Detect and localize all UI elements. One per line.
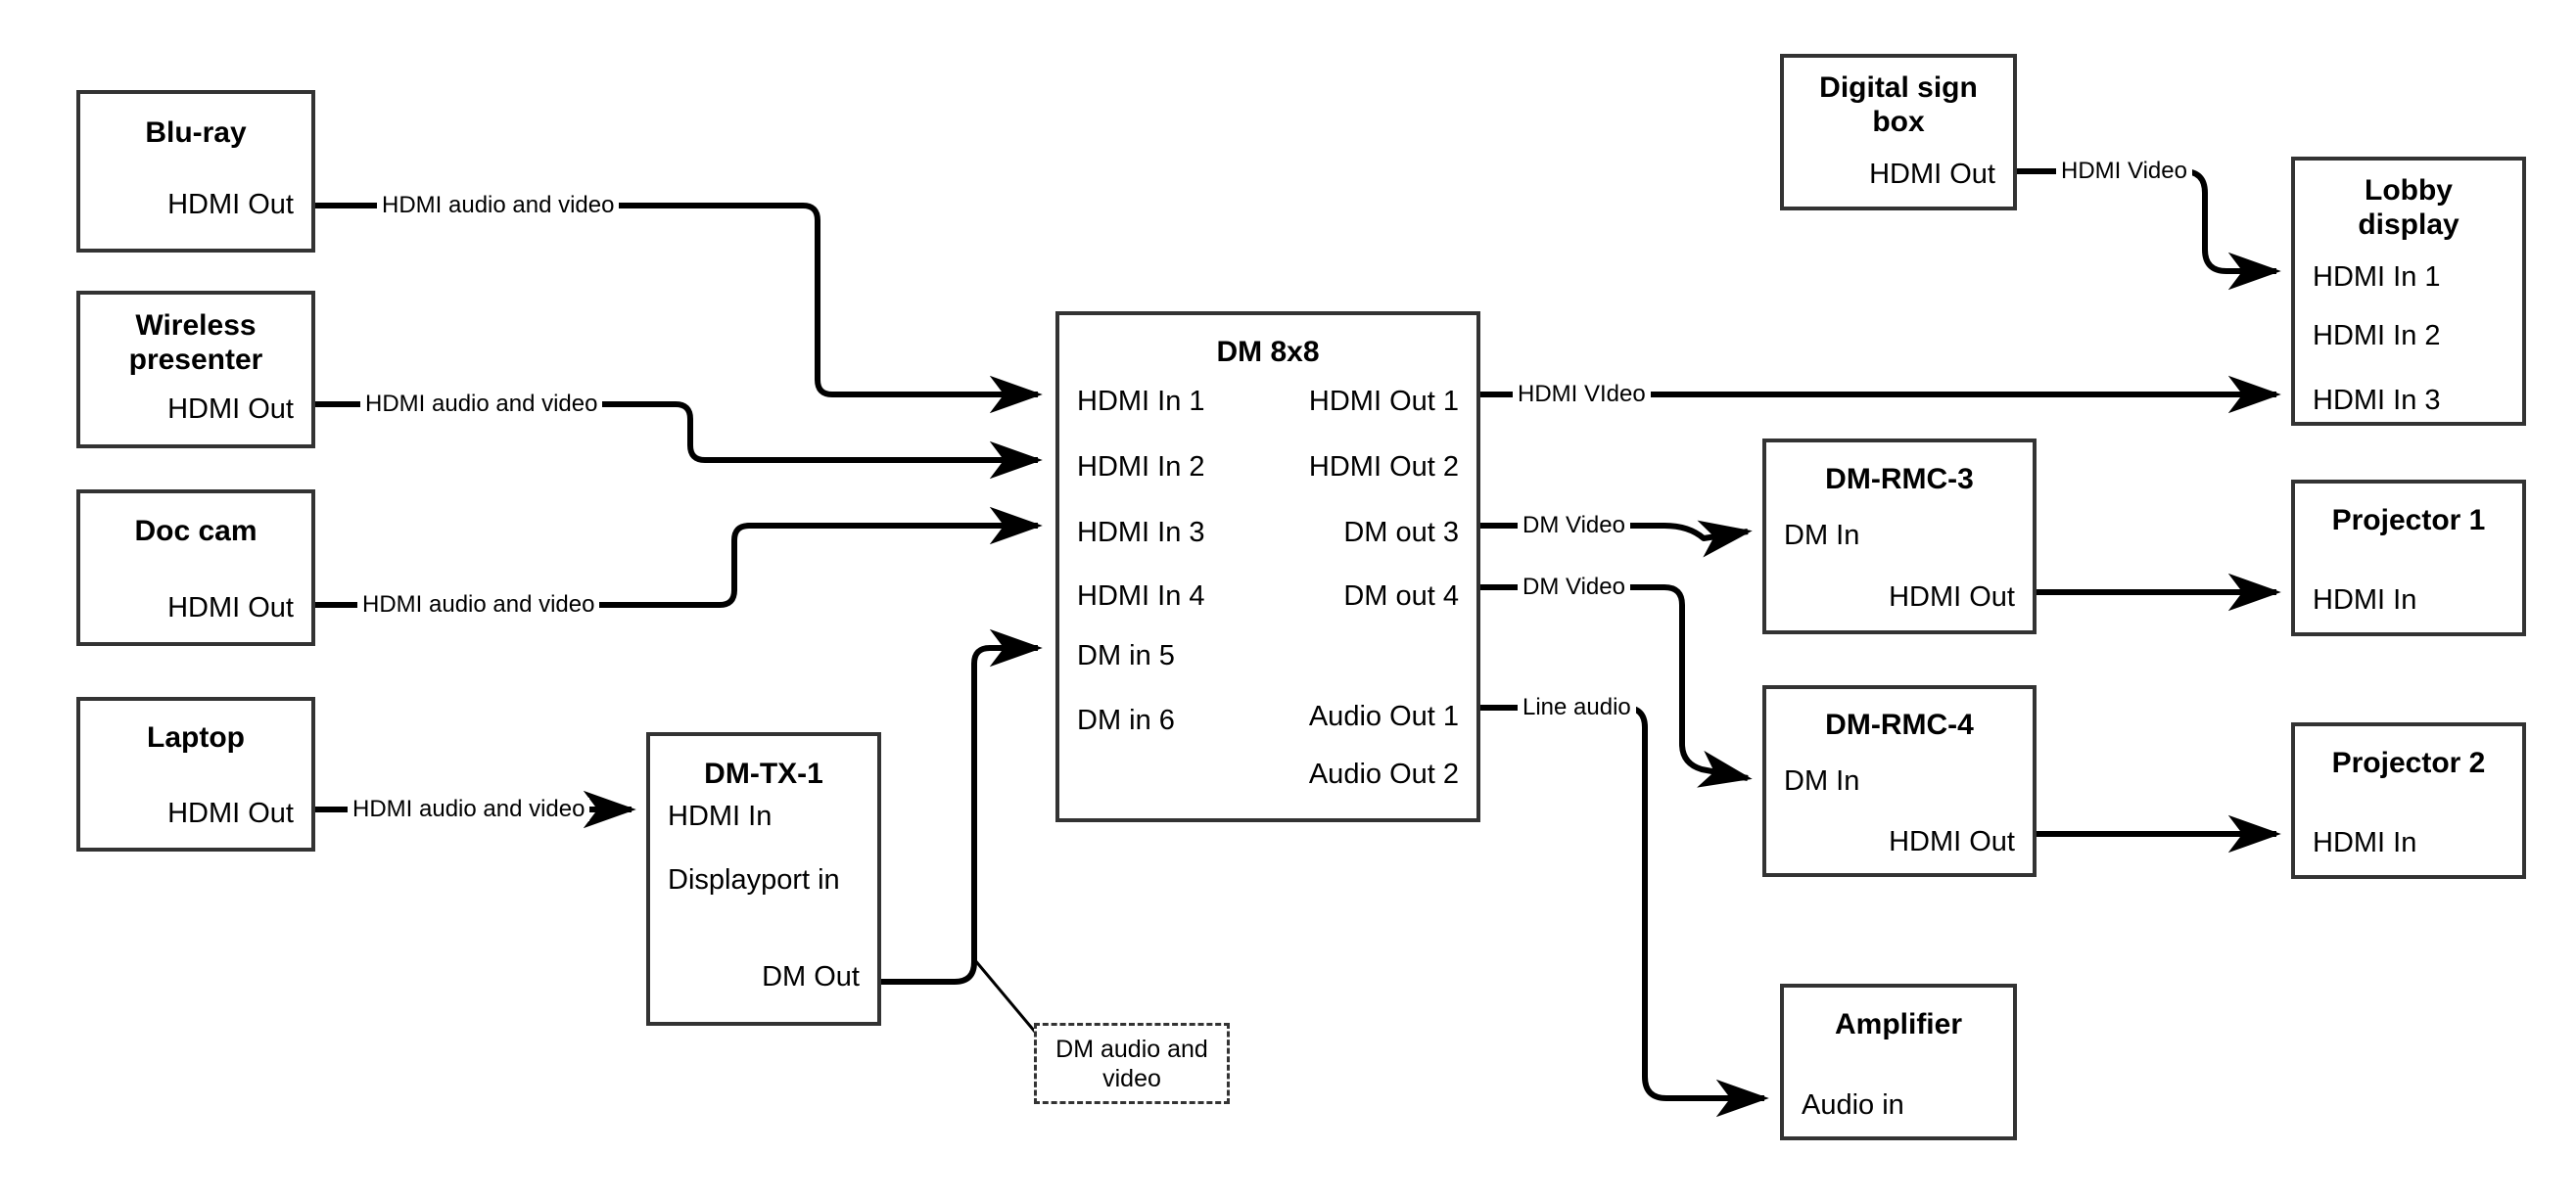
port-lobby-hdmi-in-2: HDMI In 2 <box>2313 320 2441 351</box>
node-dm-rmc-3-title: DM-RMC-3 <box>1825 463 1974 495</box>
node-wireless-presenter-title-line1: Wireless <box>135 309 257 342</box>
edge-dm8x8-out4-to-rmc4 <box>1480 584 1753 788</box>
node-digital-sign-box[interactable]: Digital sign box HDMI Out <box>1780 54 2017 210</box>
port-dm-in-1: HDMI In 1 <box>1077 386 1205 417</box>
port-lobby-hdmi-in-1: HDMI In 1 <box>2313 261 2441 293</box>
port-tx-displayport-in: Displayport in <box>668 864 840 896</box>
port-dm-out-2: HDMI Out 2 <box>1308 451 1459 483</box>
port-tx-hdmi-in: HDMI In <box>668 801 773 832</box>
edge-label-doccam-to-dm8x8: HDMI audio and video <box>357 593 600 617</box>
port-dm-audio-out-2: Audio Out 2 <box>1308 759 1459 790</box>
port-dm-in-4: HDMI In 4 <box>1077 580 1205 612</box>
node-wireless-presenter[interactable]: Wireless presenter HDMI Out <box>76 291 315 448</box>
node-amplifier[interactable]: Amplifier Audio in <box>1780 984 2017 1140</box>
port-amplifier-audio-in: Audio in <box>1802 1089 1904 1121</box>
node-digital-sign-box-title-line2: box <box>1872 106 1925 138</box>
port-tx-dm-out: DM Out <box>762 961 860 993</box>
node-digital-sign-box-title-line1: Digital sign <box>1819 71 1978 104</box>
port-dm-out-4: DM out 4 <box>1343 580 1459 612</box>
port-sign-hdmi-out: HDMI Out <box>1869 159 1995 190</box>
port-rmc4-dm-in: DM In <box>1784 765 1860 797</box>
node-lobby-display[interactable]: Lobby display HDMI In 1 HDMI In 2 HDMI I… <box>2291 157 2526 426</box>
node-amplifier-title: Amplifier <box>1834 1008 1963 1040</box>
note-dm-audio-and-video: DM audio and video <box>1034 1023 1230 1104</box>
edge-label-sign-to-lobby: HDMI Video <box>2056 160 2192 183</box>
edge-label-dm8x8-out3-to-rmc3: DM Video <box>1518 514 1630 537</box>
node-lobby-display-title-line2: display <box>2358 208 2459 241</box>
edge-dmtx1-to-dm8x8 <box>881 628 1043 985</box>
node-dm-tx-1-title: DM-TX-1 <box>704 758 823 790</box>
edge-label-dm8x8-out4-to-rmc4: DM Video <box>1518 576 1630 599</box>
note-leader-line <box>972 958 1042 1039</box>
node-dm-rmc-3[interactable]: DM-RMC-3 DM In HDMI Out <box>1762 439 2037 634</box>
edge-sign-to-lobby <box>2017 168 2281 291</box>
port-laptop-hdmi-out: HDMI Out <box>167 798 294 829</box>
node-dm-8x8[interactable]: DM 8x8 HDMI In 1 HDMI In 2 HDMI In 3 HDM… <box>1055 311 1480 822</box>
edge-bluray-to-dm8x8 <box>315 203 1043 414</box>
node-bluray-title: Blu-ray <box>145 116 247 149</box>
edge-label-wireless-to-dm8x8: HDMI audio and video <box>360 393 603 416</box>
port-dm-audio-out-1: Audio Out 1 <box>1308 701 1459 732</box>
node-dm-rmc-4[interactable]: DM-RMC-4 DM In HDMI Out <box>1762 685 2037 877</box>
port-dm-in-2: HDMI In 2 <box>1077 451 1205 483</box>
node-laptop-title: Laptop <box>147 721 245 754</box>
node-dm-8x8-title: DM 8x8 <box>1216 336 1320 368</box>
edge-label-bluray-to-dm8x8: HDMI audio and video <box>377 194 620 217</box>
node-wireless-presenter-title-line2: presenter <box>128 344 263 376</box>
node-projector-1[interactable]: Projector 1 HDMI In <box>2291 480 2526 636</box>
note-text: DM audio and video <box>1055 1035 1208 1093</box>
node-dm-tx-1[interactable]: DM-TX-1 HDMI In Displayport in DM Out <box>646 732 881 1026</box>
edge-dm8x8-audio1-to-amplifier <box>1480 705 1769 1118</box>
node-doc-cam[interactable]: Doc cam HDMI Out <box>76 489 315 646</box>
edge-label-dm8x8-audio1-to-amplifier: Line audio <box>1518 696 1636 719</box>
port-projector-1-hdmi-in: HDMI In <box>2313 584 2417 616</box>
port-projector-2-hdmi-in: HDMI In <box>2313 827 2417 858</box>
port-dm-in-6: DM in 6 <box>1077 705 1175 736</box>
port-wireless-hdmi-out: HDMI Out <box>167 393 294 425</box>
node-lobby-display-title-line1: Lobby <box>2365 174 2453 207</box>
port-doccam-hdmi-out: HDMI Out <box>167 592 294 624</box>
note-text-line2: video <box>1102 1064 1161 1092</box>
node-doc-cam-title: Doc cam <box>134 515 258 547</box>
node-projector-2[interactable]: Projector 2 HDMI In <box>2291 722 2526 879</box>
node-dm-rmc-4-title: DM-RMC-4 <box>1825 709 1974 741</box>
port-dm-out-3: DM out 3 <box>1343 517 1459 548</box>
node-bluray[interactable]: Blu-ray HDMI Out <box>76 90 315 253</box>
port-lobby-hdmi-in-3: HDMI In 3 <box>2313 385 2441 416</box>
edge-label-dm8x8-out1-to-lobby: HDMI VIdeo <box>1513 383 1651 406</box>
port-rmc4-hdmi-out: HDMI Out <box>1889 826 2015 857</box>
port-dm-out-1: HDMI Out 1 <box>1308 386 1459 417</box>
port-rmc3-dm-in: DM In <box>1784 520 1860 551</box>
node-projector-1-title: Projector 1 <box>2331 504 2486 536</box>
node-projector-2-title: Projector 2 <box>2331 747 2486 779</box>
port-bluray-hdmi-out: HDMI Out <box>167 189 294 220</box>
note-text-line1: DM audio and <box>1055 1035 1208 1063</box>
port-dm-in-3: HDMI In 3 <box>1077 517 1205 548</box>
port-rmc3-hdmi-out: HDMI Out <box>1889 581 2015 613</box>
port-dm-in-5: DM in 5 <box>1077 640 1175 671</box>
edge-label-laptop-to-dmtx1: HDMI audio and video <box>348 798 590 821</box>
node-laptop[interactable]: Laptop HDMI Out <box>76 697 315 852</box>
